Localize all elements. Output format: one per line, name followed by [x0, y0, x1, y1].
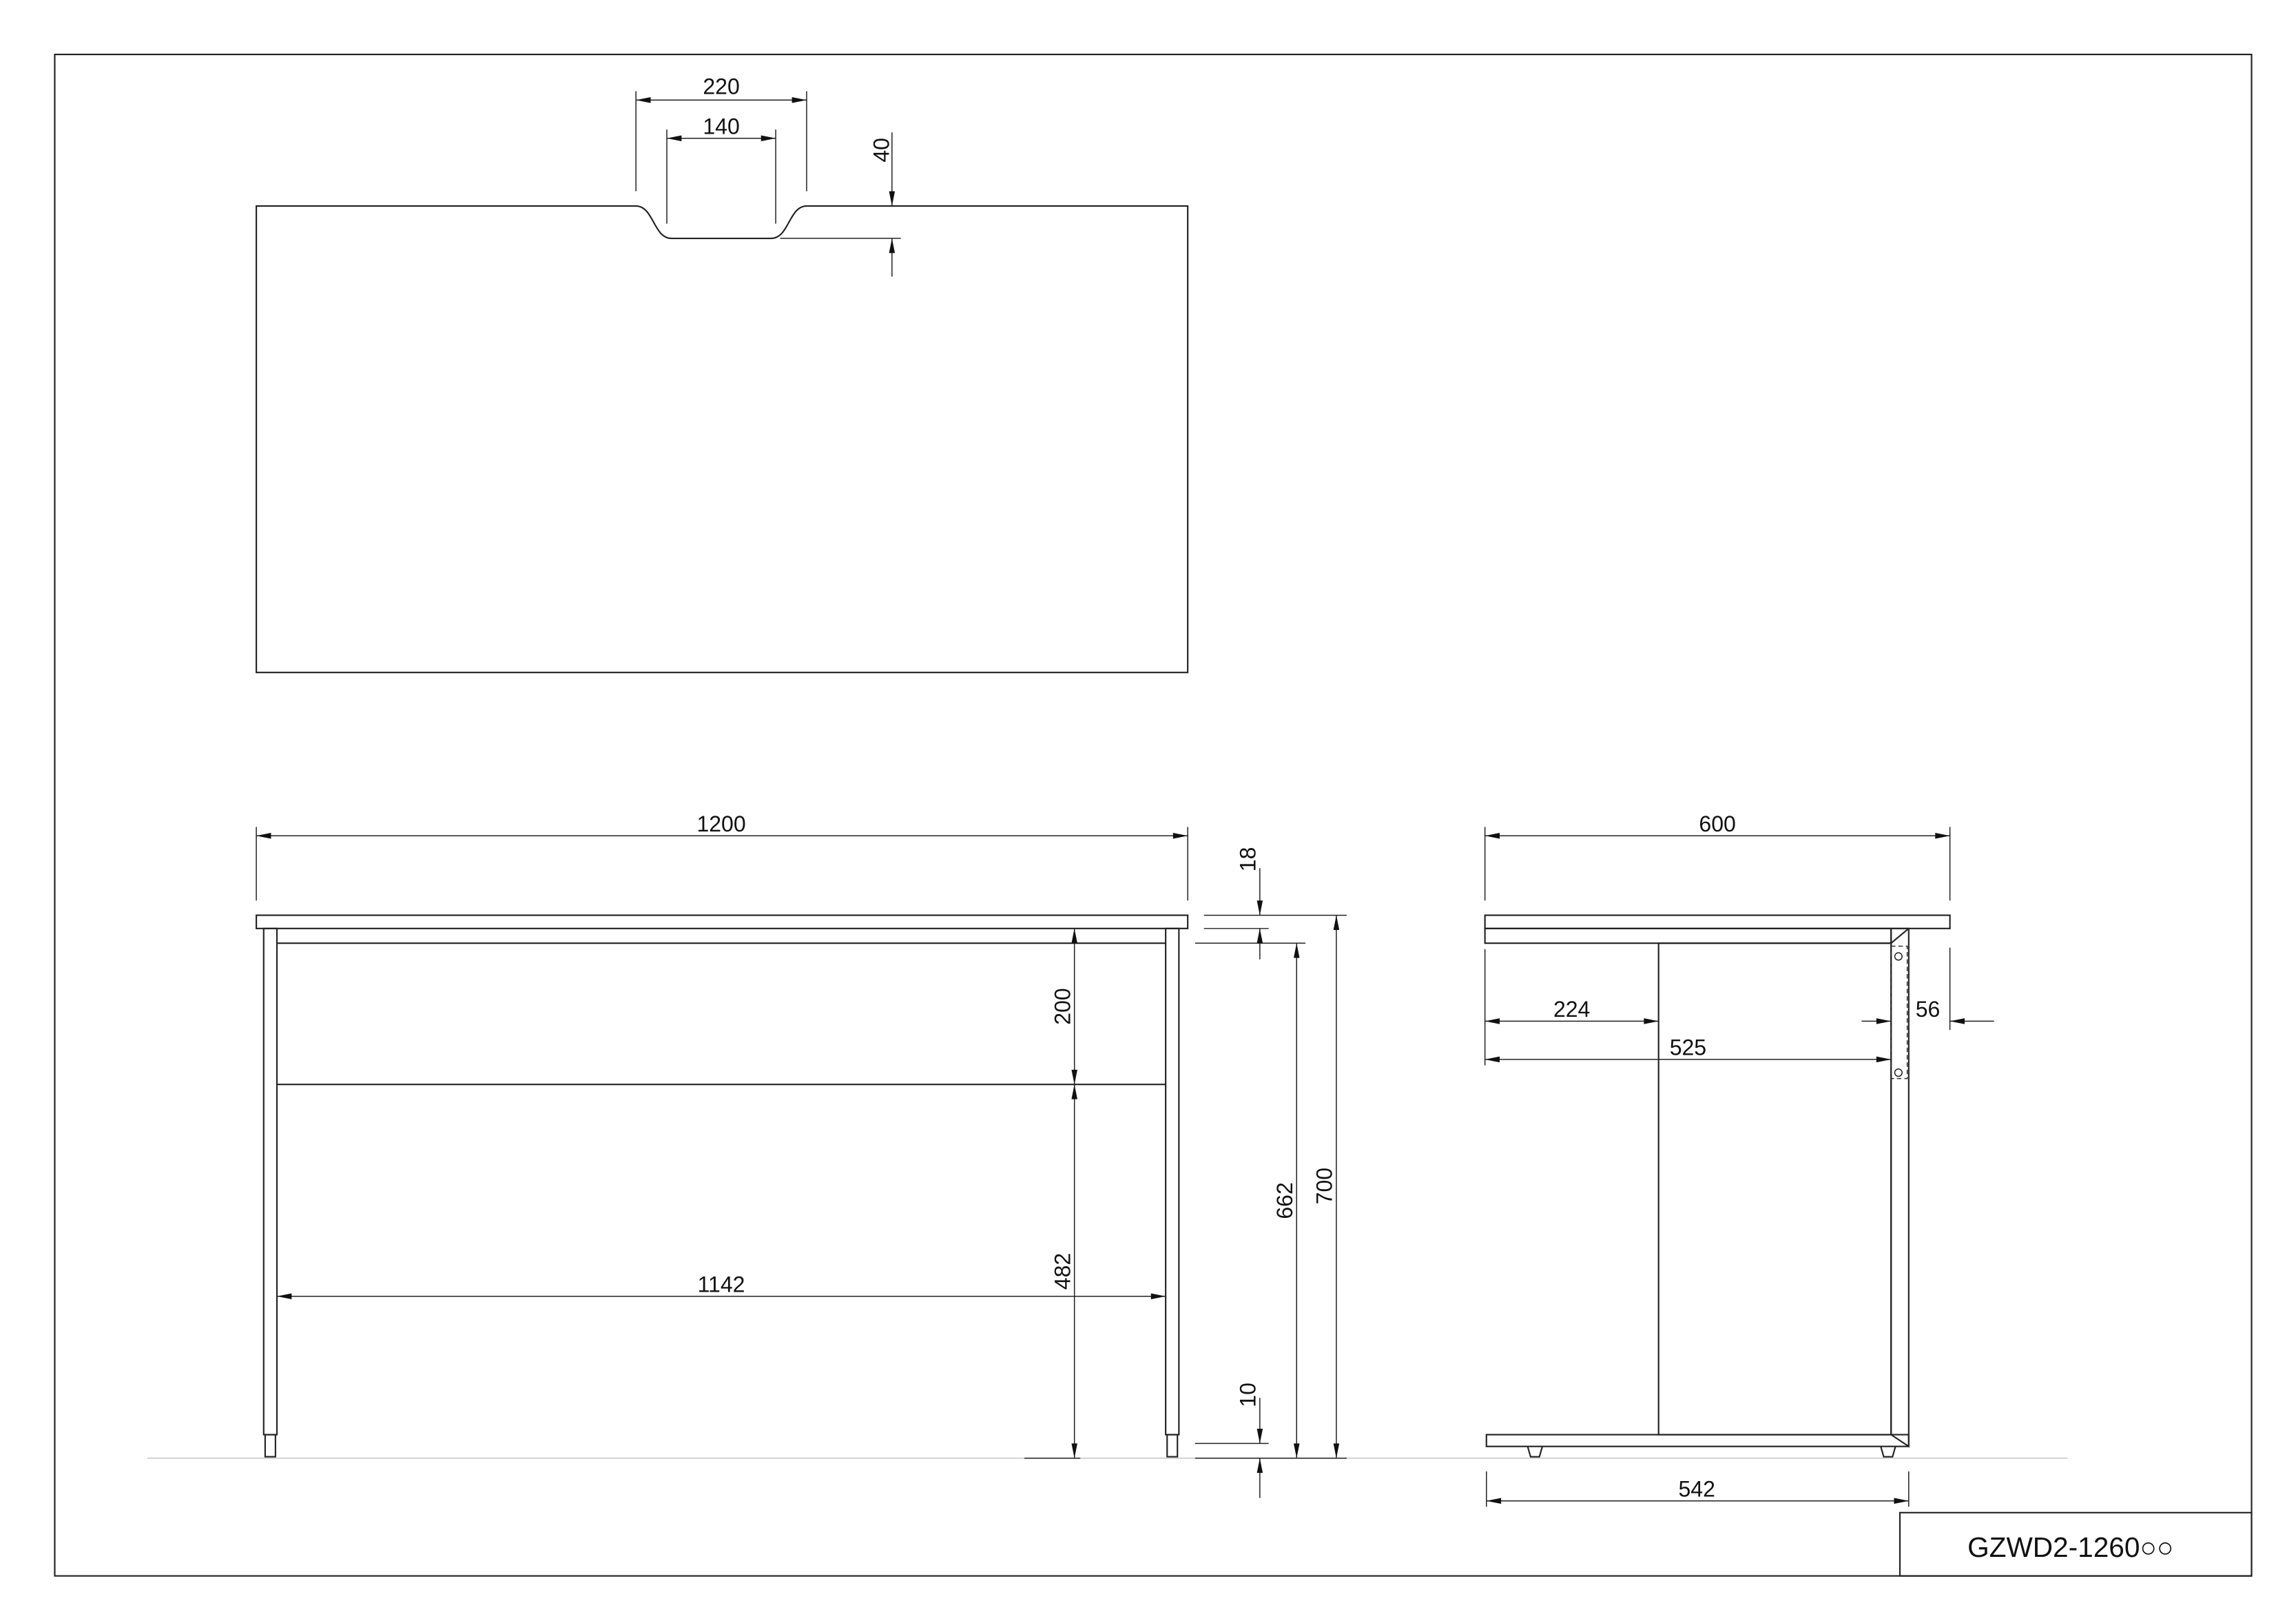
side-view: 600 224 525 56 542 [1484, 812, 1994, 1507]
dim-inner-width: 1142 [698, 1272, 745, 1296]
bracket [1890, 945, 1908, 1079]
dim-leg-to-top: 662 [1272, 1182, 1297, 1219]
front-view: 1200 1142 200 482 18 662 700 10 [256, 812, 1347, 1498]
dim-depth: 600 [1699, 812, 1735, 836]
dim-notch-inner: 140 [703, 114, 739, 138]
top-view: 220 140 40 [256, 74, 1189, 674]
dim-knee-height: 482 [1050, 1253, 1075, 1290]
dim-base-depth: 542 [1679, 1476, 1715, 1501]
dim-total-height: 700 [1312, 1168, 1336, 1204]
dim-bracket-offset: 525 [1670, 1035, 1706, 1060]
dim-apron-height: 200 [1050, 988, 1075, 1024]
model-number: GZWD2-1260○○ [1967, 1531, 2173, 1563]
dim-bracket-inset: 56 [1916, 997, 1941, 1022]
dim-notch-outer: 220 [703, 74, 739, 99]
sheet-border [54, 53, 2253, 1577]
dim-top-thickness: 18 [1235, 847, 1260, 872]
dim-panel-offset: 224 [1553, 997, 1590, 1022]
dim-width: 1200 [696, 812, 745, 836]
title-block [1899, 1511, 2253, 1577]
dim-foot-height: 10 [1235, 1383, 1260, 1407]
dim-notch-depth: 40 [869, 138, 894, 163]
